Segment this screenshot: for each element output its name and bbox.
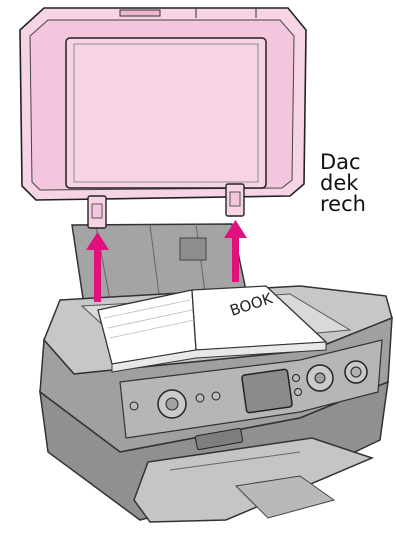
document-cover [19,7,307,201]
left-up-arrow [86,232,109,302]
right-up-arrow [224,220,247,282]
cover-mat [65,37,267,189]
instruction-caption: Dac dek rech [320,152,366,215]
caption-line-2: dek [320,171,359,195]
caption-line-1: Dac [320,150,361,174]
left-hinge [87,195,107,229]
printer-body [39,223,393,523]
open-book: BOOK [97,285,328,373]
right-hinge [225,183,245,217]
lcd-screen [241,368,293,414]
output-tray [133,437,375,523]
caption-line-3: rech [320,192,366,216]
